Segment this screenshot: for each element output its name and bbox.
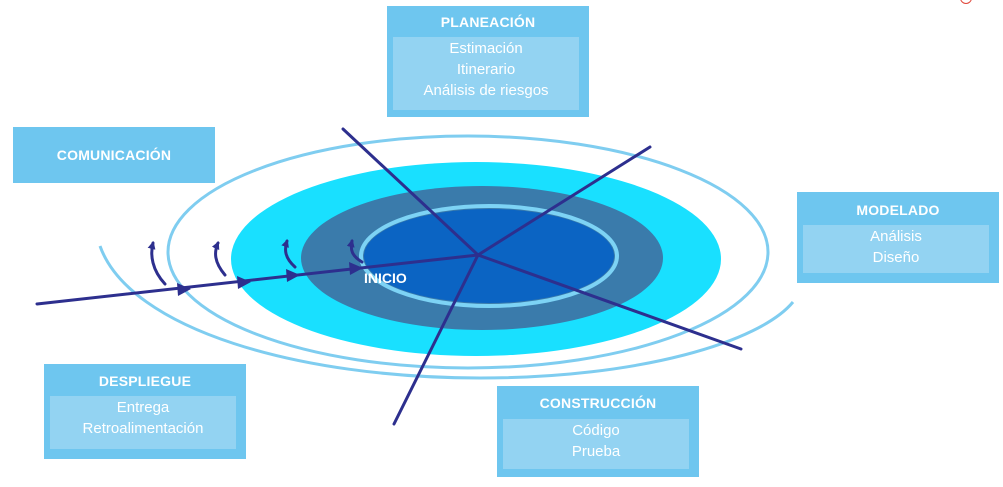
phase-title-modelado: MODELADO: [856, 202, 940, 218]
phase-items-despliegue: Entrega Retroalimentación: [50, 396, 236, 449]
spiral-turn-arrows: [147, 239, 364, 286]
phase-item: Prueba: [571, 443, 621, 460]
phase-item: Análisis: [870, 228, 922, 245]
axis-lines: [35, 127, 743, 426]
axis-line-comunicacion: [476, 145, 652, 257]
entry-arrowhead-2: [237, 276, 251, 289]
start-label: INICIO: [364, 270, 407, 286]
phase-item: Análisis de riesgos: [423, 82, 549, 99]
entry-arrowhead-3: [286, 269, 300, 282]
phase-item: Diseño: [872, 249, 920, 266]
phase-title-despliegue: DESPLIEGUE: [98, 373, 192, 389]
phase-box-planeacion: PLANEACIÓN Estimación Itinerario Análisi…: [387, 6, 589, 117]
phase-box-comunicacion: COMUNICACIÓN: [13, 127, 215, 183]
phase-items-planeacion: Estimación Itinerario Análisis de riesgo…: [393, 37, 579, 110]
entry-arrowhead-1: [177, 283, 191, 296]
phase-title-construccion: CONSTRUCCIÓN: [539, 395, 657, 411]
phase-items-construccion: Código Prueba: [503, 419, 689, 469]
phase-box-construccion: CONSTRUCCIÓN Código Prueba: [497, 386, 699, 477]
axis-line-planeacion: [341, 127, 480, 257]
turn-arrow-3: [281, 239, 297, 269]
phase-box-modelado: MODELADO Análisis Diseño: [797, 192, 999, 283]
phase-title-planeacion: PLANEACIÓN: [440, 14, 536, 30]
axis-line-modelado: [476, 253, 743, 351]
phase-items-modelado: Análisis Diseño: [803, 225, 989, 273]
phase-item: Entrega: [116, 399, 170, 416]
phase-item: Estimación: [449, 40, 523, 57]
axis-line-construccion: [392, 253, 480, 426]
phase-item: Código: [572, 422, 620, 439]
outer-ring: [166, 134, 770, 370]
turn-arrow-1: [147, 241, 167, 286]
axis-line-despliegue: [35, 253, 480, 306]
phase-box-despliegue: DESPLIEGUE Entrega Retroalimentación: [44, 364, 246, 459]
phase-item: Itinerario: [456, 61, 516, 78]
phase-item: Retroalimentación: [82, 420, 204, 437]
light-ring: [359, 204, 619, 308]
phase-title-comunicacion: COMUNICACIÓN: [56, 147, 172, 163]
core-ellipse: [364, 209, 614, 303]
turn-arrow-2: [211, 241, 227, 277]
turn-arrow-4: [346, 239, 364, 264]
entry-arrowheads: [177, 262, 363, 296]
outer-spiral-arc: [98, 245, 795, 380]
entry-arrowhead-4: [349, 262, 363, 275]
